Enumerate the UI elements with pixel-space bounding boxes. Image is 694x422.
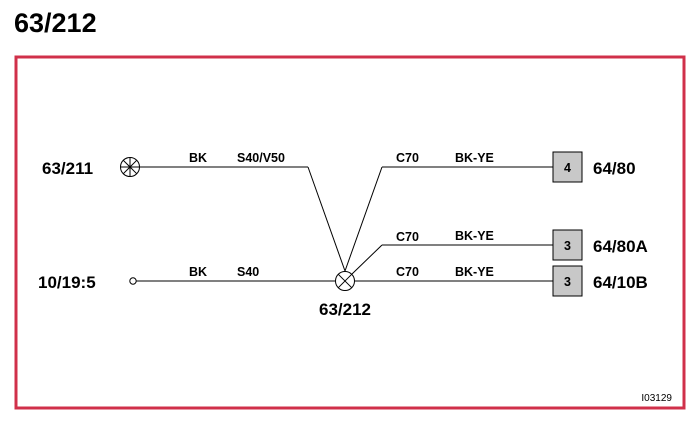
wire-color-top-right: BK-YE [455, 151, 494, 165]
wire-code-bottom-right: C70 [396, 265, 419, 279]
node-label-right-middle: 64/80A [593, 237, 648, 256]
wire-code-top-right: C70 [396, 151, 419, 165]
node-label-right-bottom: 64/10B [593, 273, 648, 292]
wire-middle-right-diagonal [351, 244, 383, 275]
wire-code-bottom-left: S40 [237, 265, 259, 279]
reference-number: I03129 [641, 393, 672, 404]
wire-top-right-diagonal [344, 166, 383, 272]
wire-top-left-diagonal [307, 166, 346, 272]
wire-color-bottom-right: BK-YE [455, 265, 494, 279]
connector-middle: 3 [552, 229, 583, 261]
connector-top: 4 [552, 151, 583, 183]
page-title: 63/212 [14, 8, 97, 38]
wire-code-middle-right: C70 [396, 230, 419, 244]
wire-color-bottom-left: BK [189, 265, 207, 279]
node-label-left-top: 63/211 [42, 159, 93, 178]
connector-middle-pin: 3 [564, 239, 571, 253]
junction-icon [335, 271, 355, 291]
wire-color-top-left: BK [189, 151, 207, 165]
node-label-junction: 63/212 [319, 300, 371, 319]
node-label-right-top: 64/80 [593, 159, 636, 178]
connector-top-pin: 4 [564, 161, 571, 175]
diagram-frame [14, 55, 686, 410]
connector-bottom-pin: 3 [564, 275, 571, 289]
node-label-left-bottom: 10/19:5 [38, 273, 96, 292]
lamp-symbol-icon [120, 157, 140, 177]
connector-bottom: 3 [552, 265, 583, 297]
terminal-icon [129, 277, 137, 285]
wire-color-middle-right: BK-YE [455, 229, 494, 243]
wire-code-top-left: S40/V50 [237, 151, 285, 165]
